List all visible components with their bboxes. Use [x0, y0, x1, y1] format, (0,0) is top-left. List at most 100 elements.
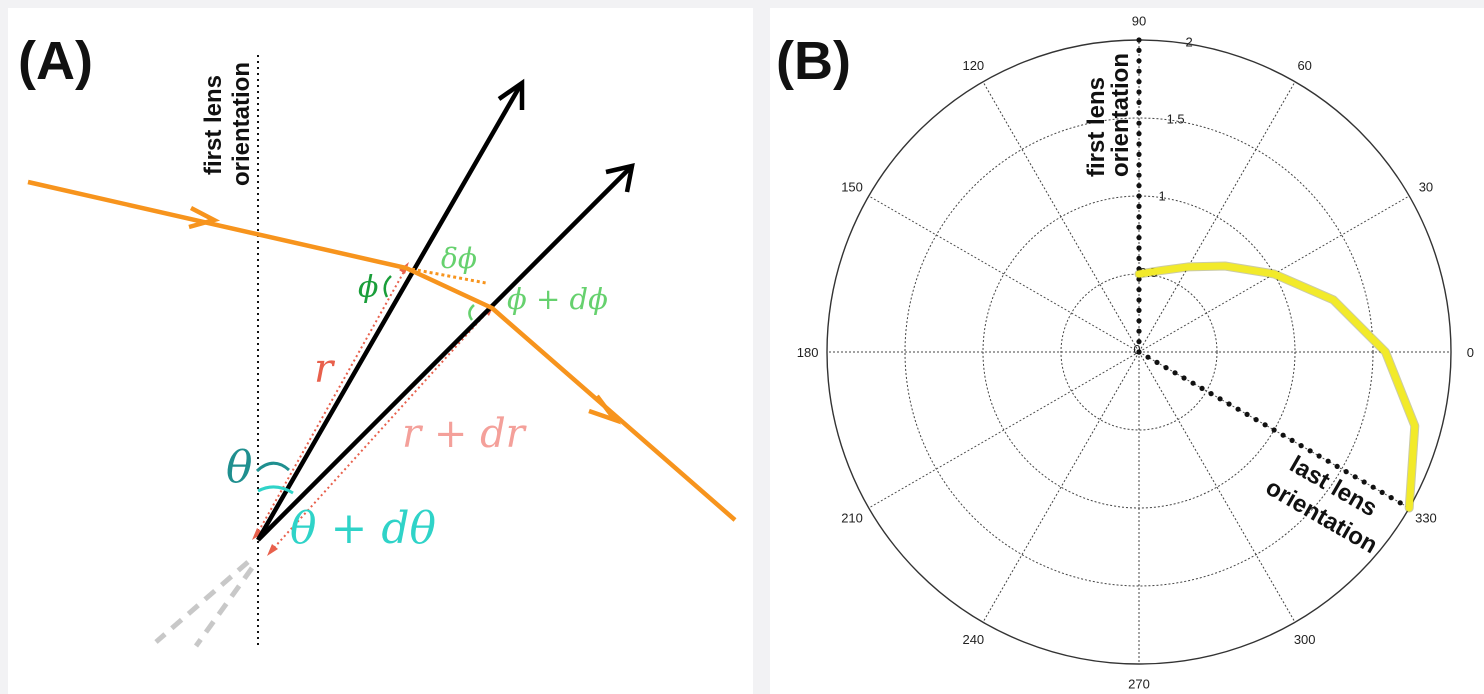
- r-plus-dr-symbol: r + dr: [402, 411, 528, 457]
- panel-a: (A) first lens orientation: [8, 8, 753, 694]
- orientation-dot: [1280, 432, 1286, 438]
- orientation-dot: [1136, 266, 1142, 272]
- angle-tick-label: 240: [962, 632, 984, 647]
- radial-tick-label: 1: [1158, 188, 1165, 203]
- orientation-dot: [1343, 469, 1349, 475]
- angle-tick-label: 270: [1128, 676, 1150, 691]
- orientation-dot: [1163, 365, 1169, 371]
- angle-tick-label: 30: [1419, 179, 1433, 194]
- r-symbol: r: [314, 346, 336, 392]
- radial-tick-label: 0: [1133, 342, 1140, 357]
- panel-b-background: [770, 8, 1484, 694]
- orientation-dot: [1136, 89, 1142, 95]
- orientation-dot: [1136, 349, 1142, 355]
- orientation-dot: [1136, 255, 1142, 261]
- orientation-dot: [1136, 193, 1142, 199]
- orientation-dot: [1289, 437, 1295, 443]
- orientation-dot: [1136, 172, 1142, 178]
- theta-symbol: θ: [226, 442, 253, 493]
- angle-tick-label: 330: [1415, 511, 1437, 526]
- first-lens-orientation-label-line2: orientation: [1107, 53, 1134, 177]
- orientation-dot: [1136, 287, 1142, 293]
- orientation-dot: [1190, 380, 1196, 386]
- orientation-dot: [1370, 484, 1376, 490]
- r-plus-dr-line: [271, 308, 491, 551]
- orientation-dot: [1334, 463, 1340, 469]
- phi-dphi-arc: [468, 304, 475, 321]
- phi-plus-dphi-symbol: ϕ + dϕ: [507, 282, 608, 316]
- orientation-dot: [1136, 141, 1142, 147]
- orientation-dot: [1136, 47, 1142, 54]
- orientation-dot: [1136, 151, 1142, 157]
- radial-tick-label: 2: [1186, 35, 1193, 50]
- phi-symbol: ϕ: [358, 270, 378, 305]
- grid-spoke: [1138, 81, 1296, 353]
- orientation-dot: [1136, 276, 1142, 282]
- rdr-arrowhead-origin: [267, 544, 278, 556]
- theta-dtheta-arc: [257, 485, 294, 495]
- orientation-dot: [1136, 328, 1142, 334]
- arrow-2: [256, 163, 635, 542]
- grid-spoke: [1138, 351, 1296, 623]
- orientation-dot: [1136, 110, 1142, 116]
- angle-tick-label: 150: [841, 179, 863, 194]
- grid-spoke: [982, 81, 1140, 353]
- radial-tick-label: 1.5: [1167, 112, 1185, 127]
- theta-plus-dtheta-symbol: θ + dθ: [290, 503, 436, 554]
- arrow-1: [256, 78, 525, 542]
- polar-series: [1134, 37, 1420, 513]
- angle-tick-label: 120: [962, 58, 984, 73]
- grid-spoke: [868, 351, 1140, 509]
- angle-tick-label: 210: [841, 511, 863, 526]
- orientation-dot: [1136, 183, 1142, 189]
- orientation-dot: [1136, 99, 1142, 105]
- delta-phi-symbol: δϕ: [441, 242, 477, 275]
- lens-path-curve: [1135, 262, 1419, 512]
- panel-b: (B) 030609012015018021024027030033000.51…: [770, 8, 1484, 694]
- orientation-dot: [1271, 427, 1277, 433]
- orientation-dot: [1136, 162, 1142, 168]
- orientation-dot: [1154, 359, 1160, 365]
- orientation-dot: [1172, 370, 1178, 376]
- first-lens-label-line2: orientation: [228, 62, 255, 186]
- orientation-dot: [1136, 297, 1142, 303]
- grid-spoke: [868, 195, 1140, 353]
- orientation-dot: [1136, 235, 1142, 241]
- orientation-dot: [1136, 37, 1142, 43]
- first-lens-label-line1: first lens: [200, 75, 227, 175]
- orientation-dot: [1361, 479, 1367, 485]
- angle-tick-label: 180: [797, 345, 819, 360]
- orientation-dot: [1136, 203, 1142, 209]
- orientation-dot: [1388, 495, 1394, 501]
- orientation-dot: [1208, 391, 1214, 397]
- backward-extension-2: [193, 566, 255, 648]
- orientation-dot: [1244, 411, 1250, 417]
- orientation-dot: [1145, 354, 1151, 360]
- r-line: [255, 267, 407, 537]
- orientation-dot: [1325, 458, 1331, 464]
- orientation-dot: [1181, 375, 1187, 381]
- angle-tick-label: 90: [1132, 14, 1146, 29]
- orientation-dot: [1136, 131, 1142, 137]
- orientation-dot: [1235, 406, 1241, 412]
- orientation-dot: [1136, 58, 1142, 64]
- orientation-dot: [1136, 224, 1142, 230]
- orientation-dot: [1352, 474, 1358, 480]
- orientation-dot: [1136, 214, 1142, 220]
- light-ray: [27, 179, 737, 522]
- orientation-dot: [1316, 453, 1322, 459]
- r-arrowhead-origin: [252, 528, 263, 540]
- orientation-dot: [1136, 68, 1142, 74]
- orientation-dot: [1253, 417, 1259, 423]
- orientation-dot: [1199, 385, 1205, 391]
- tangent-extension: [405, 266, 487, 285]
- orientation-dot: [1262, 422, 1268, 428]
- orientation-dot: [1136, 120, 1142, 126]
- orientation-dot: [1136, 318, 1142, 324]
- orientation-dot: [1136, 245, 1142, 251]
- angle-tick-label: 300: [1294, 632, 1316, 647]
- phi-arc: [383, 275, 392, 298]
- orientation-dot: [1298, 443, 1304, 449]
